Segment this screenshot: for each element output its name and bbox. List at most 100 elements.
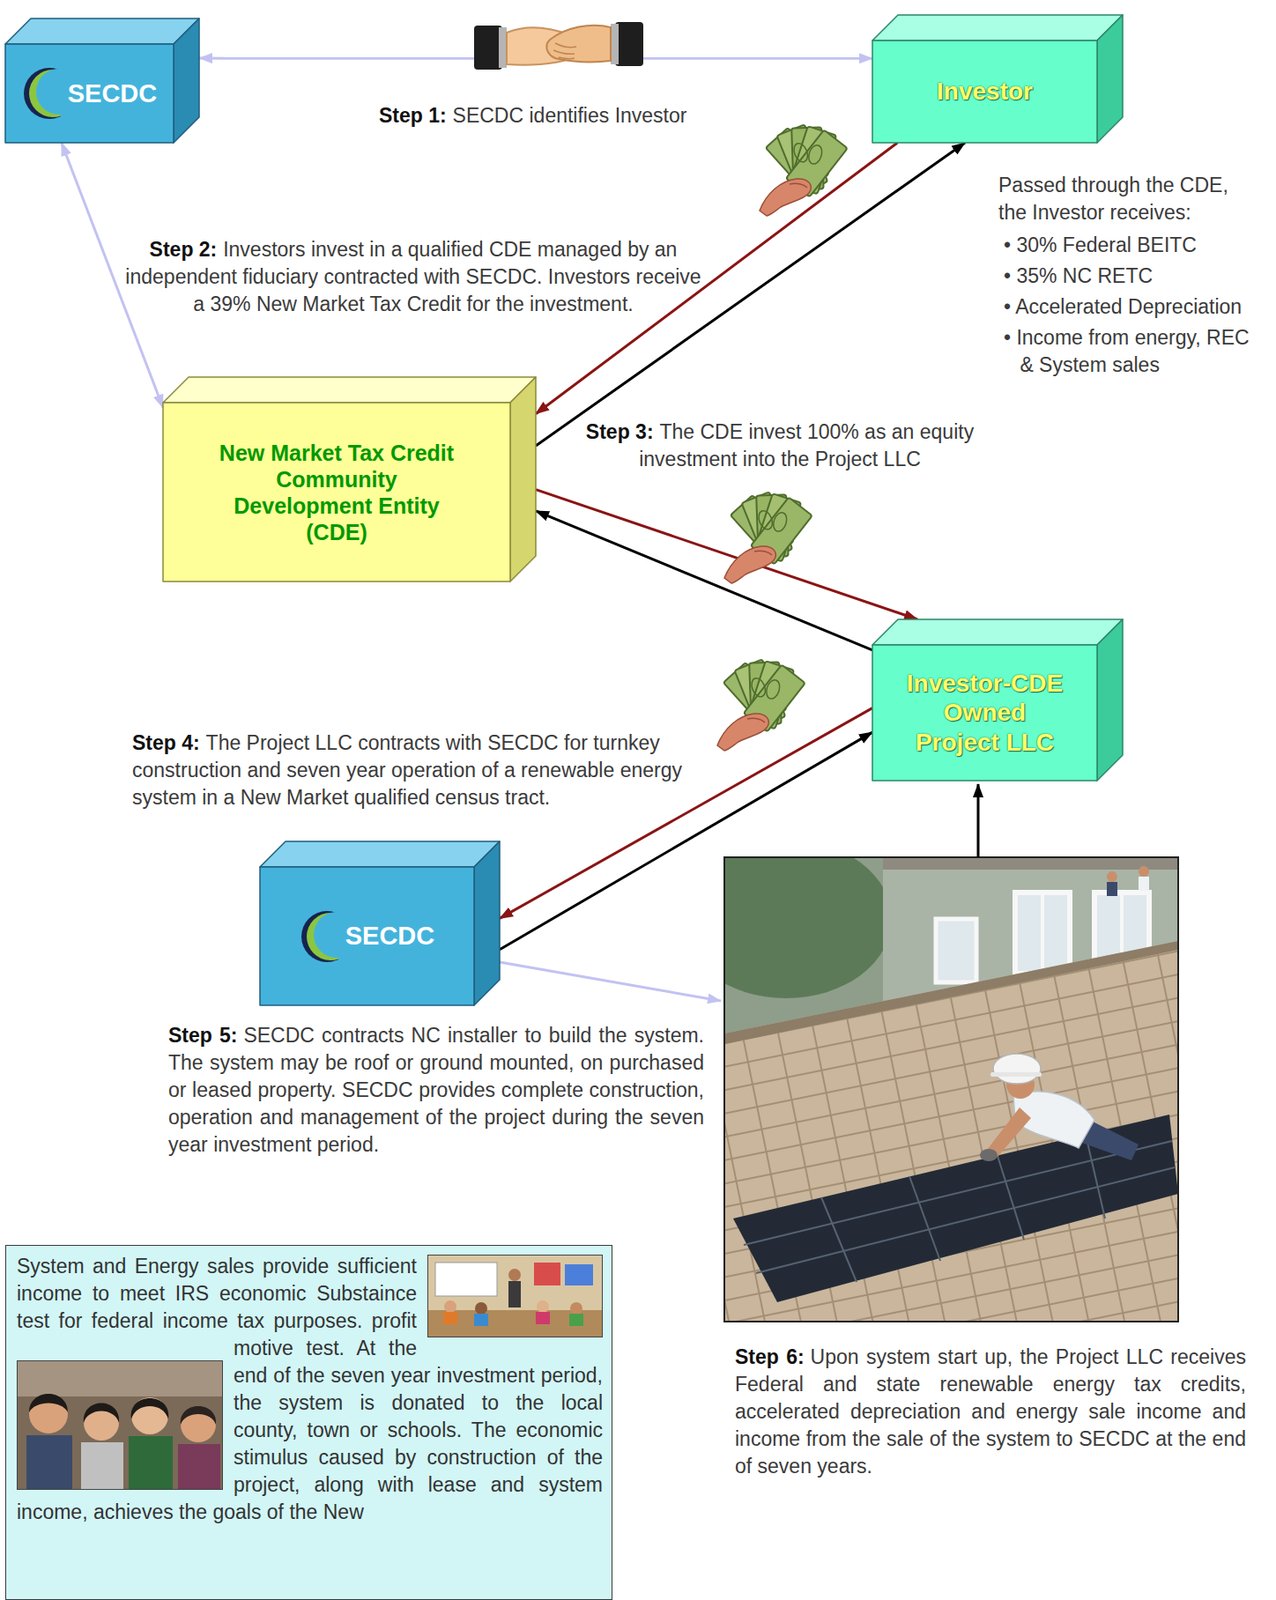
bullet-item: • Accelerated Depreciation	[1003, 293, 1254, 321]
secdc-logo	[36, 68, 61, 115]
box-front-face	[872, 645, 1098, 781]
family-photo	[17, 1361, 223, 1397]
solar-install-photo	[743, 1141, 1173, 1246]
step-description: SECDC contracts NC installer to build th…	[168, 1023, 705, 1157]
family-photo	[16, 1360, 223, 1491]
handshake-icon	[498, 27, 507, 68]
family-photo	[180, 1406, 216, 1425]
solar-install-photo	[724, 857, 1179, 1322]
solar-install-photo	[680, 839, 1179, 1322]
cash-icon	[717, 659, 806, 751]
family-photo	[29, 1394, 68, 1434]
family-photo	[83, 1403, 119, 1425]
box-label: New Market Tax Credit Community Developm…	[211, 439, 463, 546]
solar-install-photo	[724, 857, 892, 999]
solar-install-photo	[821, 1197, 857, 1283]
classroom-photo	[534, 1262, 561, 1286]
classroom-photo	[569, 1313, 584, 1327]
step-text: Step 6:Upon system start up, the Project…	[734, 1343, 1247, 1481]
bullet-item: • Income from energy, REC & System sales	[1003, 324, 1254, 379]
classroom-photo	[444, 1300, 457, 1314]
solar-install-photo	[724, 941, 1179, 1045]
box-side-face	[173, 18, 200, 143]
leader-arrow	[977, 784, 980, 858]
step-description: The Project LLC contracts with SECDC for…	[132, 731, 683, 809]
cash-icon	[759, 124, 848, 216]
solar-install-photo	[993, 1053, 1041, 1084]
box-3d: New Market Tax Credit Community Developm…	[163, 377, 536, 582]
solar-install-photo	[882, 857, 1179, 870]
box-label: SECDC	[345, 920, 436, 952]
classroom-photo	[508, 1268, 521, 1282]
flow-arrow	[535, 511, 873, 651]
step-text: Step 4:The Project LLC contracts with SE…	[132, 729, 723, 812]
classroom-photo	[508, 1281, 521, 1308]
step-number: Step 5:	[168, 1023, 238, 1047]
solar-install-photo	[979, 1149, 998, 1162]
box-side-face	[510, 377, 536, 582]
solar-install-photo	[1138, 866, 1150, 877]
family-photo	[180, 1407, 216, 1443]
box-text-group: SECDC	[67, 78, 158, 110]
box-face: Investor-CDE Owned Project LLC	[872, 645, 1098, 781]
box-text-group: New Market Tax Credit Community Developm…	[211, 439, 463, 546]
classroom-photo	[474, 1313, 489, 1327]
box-face: SECDC	[259, 867, 475, 1006]
step-number: Step 4:	[132, 731, 201, 755]
solar-install-photo	[909, 1176, 941, 1262]
classroom-photo	[535, 1312, 550, 1325]
step-number: Step 1:	[378, 103, 447, 127]
handshake-icon	[615, 22, 644, 67]
family-photo	[17, 1361, 223, 1490]
solar-install-photo	[1106, 871, 1118, 883]
box-top-face	[5, 18, 200, 45]
box-label: SECDC	[67, 78, 158, 110]
step-text: Step 5:SECDC contracts NC installer to b…	[168, 1022, 705, 1159]
family-photo	[29, 1394, 68, 1413]
box-3d: Investor	[872, 14, 1123, 143]
classroom-photo	[428, 1255, 602, 1337]
step-text: Step 3:The CDE invest 100% as an equity …	[572, 418, 987, 474]
solar-install-photo	[724, 941, 1179, 1322]
family-photo	[178, 1444, 221, 1490]
bullet-item: • 30% Federal BEITC	[1003, 231, 1254, 260]
flow-arrow	[535, 489, 918, 620]
box-face: Investor	[872, 40, 1098, 143]
secdc-logo	[22, 64, 61, 123]
box-face: SECDC	[5, 44, 174, 143]
solar-install-photo	[1106, 882, 1118, 897]
solar-install-photo	[733, 1114, 1179, 1303]
step-description: The CDE invest 100% as an equity investm…	[638, 420, 974, 471]
step-description: SECDC identifies Investor	[452, 103, 688, 127]
box-top-face	[872, 14, 1123, 41]
solar-install-photo	[986, 1107, 1032, 1158]
family-photo	[131, 1398, 170, 1420]
handshake-icon	[465, 22, 653, 70]
classroom-photo	[427, 1254, 603, 1338]
solar-install-photo	[724, 857, 1179, 1322]
step-number: Step 3:	[586, 420, 654, 444]
list-heading: Passed through the CDE, the Investor rec…	[998, 171, 1254, 227]
solar-install-photo	[1138, 876, 1150, 891]
box-front-face	[259, 867, 475, 1006]
box-text-group: Investor-CDE Owned Project LLC	[903, 668, 1067, 758]
box-3d: SECDC	[5, 18, 200, 143]
classroom-photo	[474, 1302, 488, 1315]
family-photo	[128, 1436, 173, 1490]
handshake-icon	[546, 25, 611, 63]
step-text: Step 2:Investors invest in a qualified C…	[122, 236, 705, 319]
box-label: Investor-CDE Owned Project LLC	[903, 668, 1067, 758]
box-front-face	[163, 402, 511, 582]
box-face: New Market Tax Credit Community Developm…	[163, 402, 511, 582]
box-front-face	[872, 40, 1098, 143]
step-number: Step 2:	[149, 237, 218, 261]
box-side-face	[1097, 14, 1123, 143]
classroom-photo	[435, 1262, 498, 1297]
solar-install-photo	[743, 1135, 1175, 1283]
solar-install-photo	[990, 1072, 1042, 1077]
note-text: System and Energy sales provide sufficie…	[16, 1253, 603, 1527]
box-text-group: SECDC	[345, 920, 436, 952]
bullet-item: • 35% NC RETC	[1003, 262, 1254, 290]
solar-install-photo	[1015, 892, 1070, 974]
secdc-logo	[313, 912, 339, 958]
